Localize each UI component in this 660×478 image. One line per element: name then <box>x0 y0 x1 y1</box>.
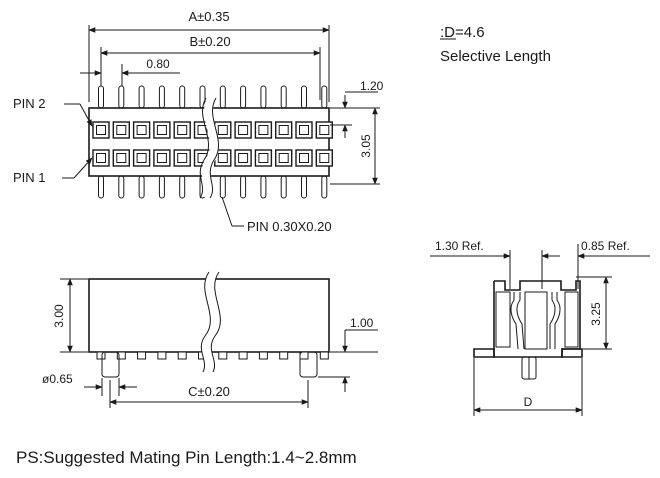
right-post <box>299 351 318 378</box>
pin-lead-bottom <box>260 175 267 199</box>
side-pin <box>258 351 268 360</box>
pin-lead-top <box>98 85 104 109</box>
socket-inner <box>319 125 330 135</box>
socket-inner <box>278 125 289 135</box>
side-pin <box>279 351 289 360</box>
pin-lead-bottom <box>98 175 104 199</box>
left-post <box>101 351 120 378</box>
side-pin <box>137 351 147 360</box>
socket-inner <box>156 125 167 135</box>
pin-lead-top <box>280 85 287 109</box>
pin-lead-bottom <box>240 175 247 199</box>
socket-inner <box>116 125 127 135</box>
pin-lead-bottom <box>219 175 226 199</box>
top-view: A±0.35 B±0.20 0.80 1.20 3.05 PIN 2 PIN <box>13 9 384 234</box>
socket-inner <box>238 125 249 135</box>
pin-lead-top <box>138 85 145 109</box>
pin-1-label: PIN 1 <box>13 170 46 185</box>
side-pin <box>177 351 187 360</box>
section-view: 1.30 Ref. 0.85 Ref. 3.25 D <box>430 239 650 416</box>
socket-inner <box>136 125 147 135</box>
pin-lead-top <box>158 85 165 109</box>
dim-3-05-label: 3.05 <box>359 134 373 158</box>
pin-lead-bottom <box>138 175 145 199</box>
side-pin <box>319 351 329 360</box>
d-value-note: :D=4.6 <box>440 24 485 41</box>
side-pin <box>96 351 106 360</box>
dim-d-label: D <box>524 395 533 409</box>
socket-inner <box>116 153 127 163</box>
side-pin <box>157 351 167 360</box>
socket-inner <box>258 125 269 135</box>
pin-lead-top <box>260 85 267 109</box>
socket-inner <box>177 153 188 163</box>
pin-2-label: PIN 2 <box>13 96 46 111</box>
socket-inner <box>156 153 167 163</box>
pin-lead-top <box>321 85 328 109</box>
pin-lead-top <box>199 85 206 109</box>
pin-lead-top <box>219 85 226 109</box>
socket-inner <box>217 153 228 163</box>
pin-lead-bottom <box>118 175 125 199</box>
side-pin <box>218 351 228 360</box>
side-pins <box>96 351 329 360</box>
socket-rows <box>92 121 333 167</box>
dim-1-00-label: 1.00 <box>350 316 374 330</box>
pin-lead-top <box>301 85 307 109</box>
pin-lead-bottom <box>179 175 186 199</box>
pin-lead-bottom <box>321 175 328 199</box>
dim-1-20-label: 1.20 <box>360 79 384 93</box>
pin-lead-top <box>118 85 125 109</box>
socket-inner <box>96 153 106 163</box>
pin-lead-bottom <box>280 175 287 199</box>
dim-pitch-label: 0.80 <box>146 57 170 71</box>
socket-inner <box>197 125 208 135</box>
side-pin <box>238 351 248 360</box>
break-line <box>199 97 210 199</box>
dim-height-label: 3.00 <box>52 304 66 328</box>
dim-3-25-label: 3.25 <box>589 302 603 326</box>
dim-b-label: B±0.20 <box>189 34 230 49</box>
socket-inner <box>278 153 289 163</box>
pin-lead-bottom <box>158 175 165 199</box>
pin-lead-top <box>240 85 247 109</box>
pin-size-label: PIN 0.30X0.20 <box>247 219 332 234</box>
socket-inner <box>217 125 228 135</box>
socket-inner <box>136 153 147 163</box>
socket-inner <box>258 153 269 163</box>
dim-0-85-label: 0.85 Ref. <box>581 239 630 253</box>
pin-lead-top <box>179 85 186 109</box>
side-pin <box>116 351 126 360</box>
selective-length-note: Selective Length <box>440 48 551 65</box>
socket-inner <box>177 125 188 135</box>
pin-lead-bottom <box>301 175 307 199</box>
dim-a-label: A±0.35 <box>188 9 229 24</box>
mating-pin-note: PS:Suggested Mating Pin Length:1.4~2.8mm <box>16 448 357 467</box>
socket-inner <box>299 125 309 135</box>
dim-c-label: C±0.20 <box>188 384 230 399</box>
dim-diameter-label: ø0.65 <box>42 372 73 386</box>
socket-inner <box>319 153 330 163</box>
side-view: 3.00 1.00 ø0.65 C±0.20 <box>42 269 378 408</box>
socket-inner <box>238 153 249 163</box>
socket-inner <box>96 125 106 135</box>
socket-inner <box>299 153 309 163</box>
dim-1-30-label: 1.30 Ref. <box>435 239 484 253</box>
